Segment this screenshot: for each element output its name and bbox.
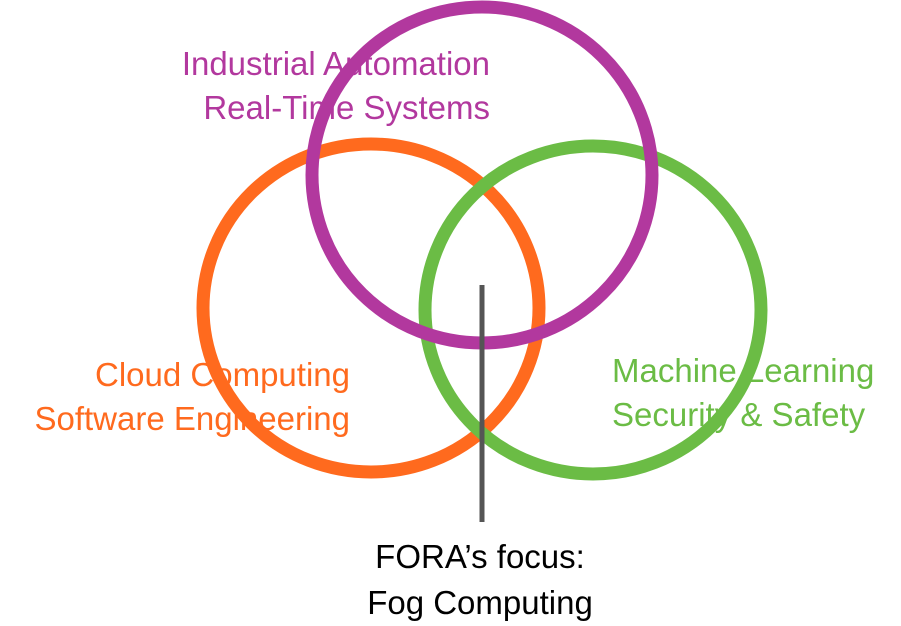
fora-focus-label: FORA’s focus: Fog Computing [320,534,640,626]
software-engineering-text: Software Engineering [34,400,350,437]
cloud-computing-label: Cloud Computing Software Engineering [0,353,350,441]
industrial-automation-text: Industrial Automation [181,45,490,82]
cloud-circle [196,137,546,479]
fora-focus-text: FORA’s focus: [375,538,585,575]
fog-computing-text: Fog Computing [367,584,593,621]
industrial-automation-label: Industrial Automation Real-Time Systems [148,42,490,130]
ml-circle [418,139,768,481]
real-time-systems-text: Real-Time Systems [203,89,490,126]
